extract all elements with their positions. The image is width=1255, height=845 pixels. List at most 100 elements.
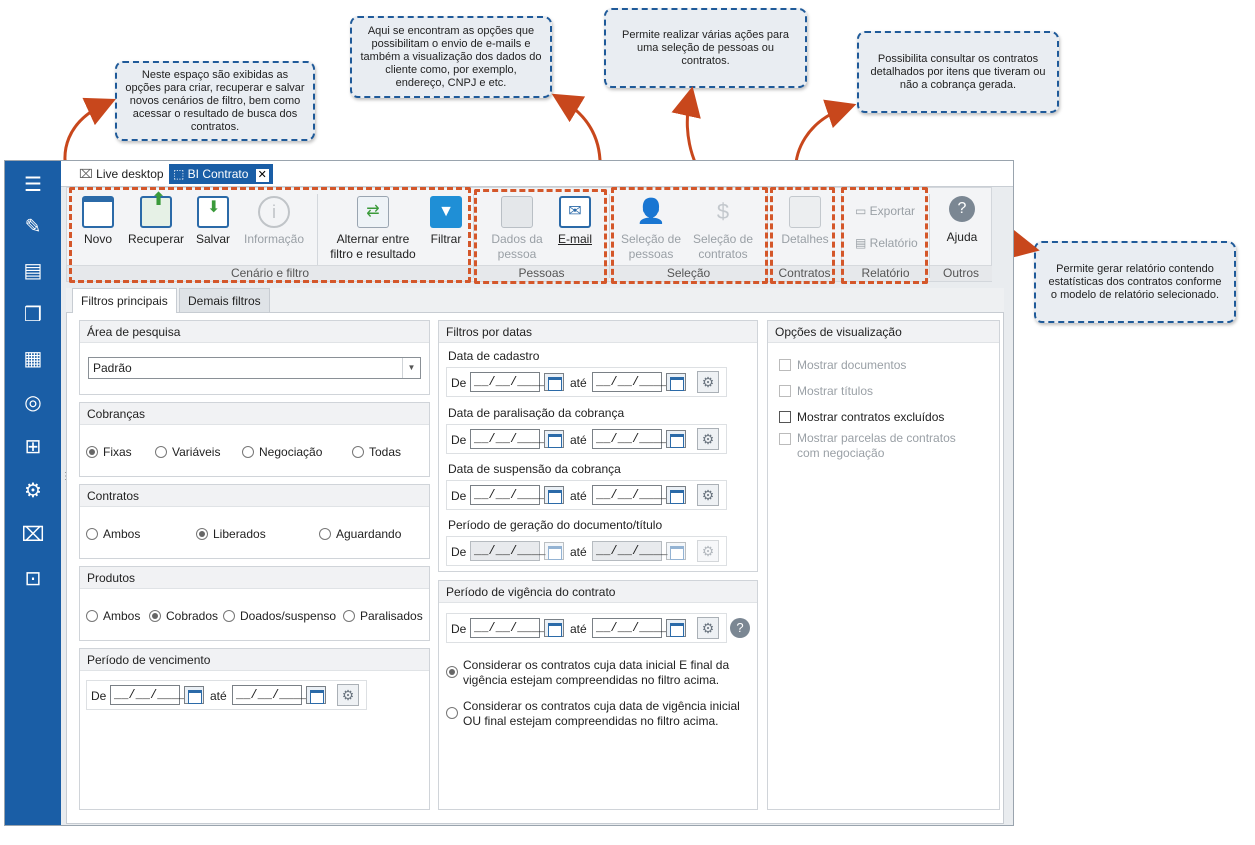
tab-filtros-principais[interactable]: Filtros principais [72,288,177,313]
email-button[interactable]: ✉E-mail [553,196,597,247]
radio-fixas[interactable]: Fixas [86,445,132,459]
cadastro-start-input[interactable]: __/__/____ [470,372,546,392]
ribbon-separator [929,194,930,278]
radio-paralisados[interactable]: Paralisados [343,609,423,623]
check-excluidos[interactable]: Mostrar contratos excluídos [779,410,944,424]
vencimento-title: Período de vencimento [80,649,429,671]
calendar-icon[interactable] [666,486,686,504]
check-titulos[interactable]: Mostrar títulos [779,384,873,398]
radio-ambos[interactable]: Ambos [86,527,140,541]
radio-doados[interactable]: Doados/suspenso [223,609,336,623]
tab-bi-contrato-label: BI Contrato [187,167,249,181]
checkbox-indicator [779,411,791,423]
gears-icon[interactable]: ⚙ [24,480,42,502]
calendar-icon[interactable] [544,486,564,504]
radio-vigencia-ou[interactable]: Considerar os contratos cuja data de vig… [446,699,746,729]
calendar-icon[interactable] [306,686,326,704]
salvar-button[interactable]: ⬇Salvar [193,196,233,247]
calendar-icon[interactable] [666,373,686,391]
radio-aguardando[interactable]: Aguardando [319,527,401,541]
cadastro-end-input[interactable]: __/__/____ [592,372,668,392]
selecao-contratos-button[interactable]: $Seleção de contratos [687,196,759,262]
suspensao-label: Data de suspensão da cobrança [448,462,621,476]
coins-icon[interactable]: ◎ [24,392,42,414]
radio-cobrados[interactable]: Cobrados [149,609,218,623]
radio-indicator [155,446,167,458]
gear-icon[interactable]: ⚙ [697,484,719,506]
apps-grid-icon[interactable]: ⊡ [24,568,42,590]
radio-variaveis[interactable]: Variáveis [155,445,220,459]
radio-produtos-ambos[interactable]: Ambos [86,609,140,623]
radio-vigencia-e[interactable]: Considerar os contratos cuja data inicia… [446,658,746,688]
paralisacao-end-input[interactable]: __/__/____ [592,429,668,449]
suspensao-end-input[interactable]: __/__/____ [592,485,668,505]
calendar-icon[interactable] [666,542,686,560]
filtrar-button[interactable]: ▼Filtrar [429,196,463,247]
vencimento-start-input[interactable]: __/__/____ [110,685,186,705]
vencimento-end-input[interactable]: __/__/____ [232,685,308,705]
paralisacao-start-input[interactable]: __/__/____ [470,429,546,449]
close-tab-icon[interactable]: ✕ [255,169,269,182]
selecao-pessoas-button[interactable]: 👤Seleção de pessoas [615,196,687,262]
gear-icon[interactable]: ⚙ [697,540,719,562]
geracao-label: Período de geração do documento/título [448,518,663,532]
radio-negociacao[interactable]: Negociação [242,445,322,459]
calendar-icon[interactable] [544,619,564,637]
radio-liberados[interactable]: Liberados [196,527,266,541]
gear-icon[interactable]: ⚙ [337,684,359,706]
ajuda-button[interactable]: ? Ajuda [939,196,985,245]
check-documentos[interactable]: Mostrar documentos [779,358,906,372]
brand-logo-icon[interactable]: ⌧ [21,524,45,546]
checkbox-indicator [779,359,791,371]
calendar-icon[interactable] [544,373,564,391]
gear-icon[interactable]: ⚙ [697,371,719,393]
ajuda-label: Ajuda [946,230,978,244]
recuperar-button[interactable]: ⬆Recuperar [125,190,187,247]
tab-bi-contrato[interactable]: ⬚ BI Contrato ✕ [169,164,273,184]
alternar-button[interactable]: ⇄Alternar entre filtro e resultado [325,196,421,262]
pin-icon[interactable]: ✎ [24,216,42,238]
help-icon: ? [949,196,975,222]
check-parcelas[interactable]: Mostrar parcelas de contratos com negoci… [779,431,969,461]
novo-button[interactable]: Novo [79,196,117,247]
callout-selection: Permite realizar várias ações para uma s… [604,8,807,88]
cubes-icon[interactable]: ❒ [24,304,42,326]
de-label: De [451,433,467,447]
relatorio-button[interactable]: ▤ Relatório [855,236,918,250]
calendar-icon[interactable] [544,430,564,448]
radio-label: Fixas [103,445,132,459]
calendar-icon[interactable] [666,430,686,448]
area-pesquisa-select[interactable]: Padrão▼ [88,357,421,379]
workflow-icon[interactable]: ⊞ [24,436,42,458]
vigencia-start-input[interactable]: __/__/____ [470,618,546,638]
gear-icon[interactable]: ⚙ [697,428,719,450]
dados-pessoa-button[interactable]: Dados da pessoa [487,196,547,262]
calendar-icon[interactable] [184,686,204,704]
group-relatorio: Relatório [842,265,929,281]
geracao-start-input[interactable]: __/__/____ [470,541,546,561]
vigencia-end-input[interactable]: __/__/____ [592,618,668,638]
toggle-filter-icon: ⇄ [357,196,389,228]
radio-indicator [319,528,331,540]
radio-todas[interactable]: Todas [352,445,401,459]
tab-demais-filtros[interactable]: Demais filtros [179,288,270,313]
de-label: De [91,689,107,703]
invoice-icon[interactable]: ▦ [23,348,43,370]
calendar-icon[interactable] [544,542,564,560]
help-icon[interactable]: ? [730,618,750,638]
suspensao-start-input[interactable]: __/__/____ [470,485,546,505]
exportar-button[interactable]: ▭ Exportar [855,204,915,218]
contact-card-icon[interactable]: ▤ [23,260,43,282]
tab-live-desktop[interactable]: ⌧ Live desktop [75,164,168,184]
detalhes-label: Detalhes [781,232,829,246]
novo-label: Novo [83,232,112,246]
cadastro-date-row: De __/__/____ até __/__/____ ⚙ [446,367,727,397]
geracao-end-input[interactable]: __/__/____ [592,541,668,561]
calendar-icon[interactable] [666,619,686,637]
menu-icon[interactable]: ☰ [24,174,42,196]
detalhes-button[interactable]: Detalhes [775,196,835,247]
gear-icon[interactable]: ⚙ [697,617,719,639]
selecao-contratos-label: Seleção de contratos [692,232,754,261]
